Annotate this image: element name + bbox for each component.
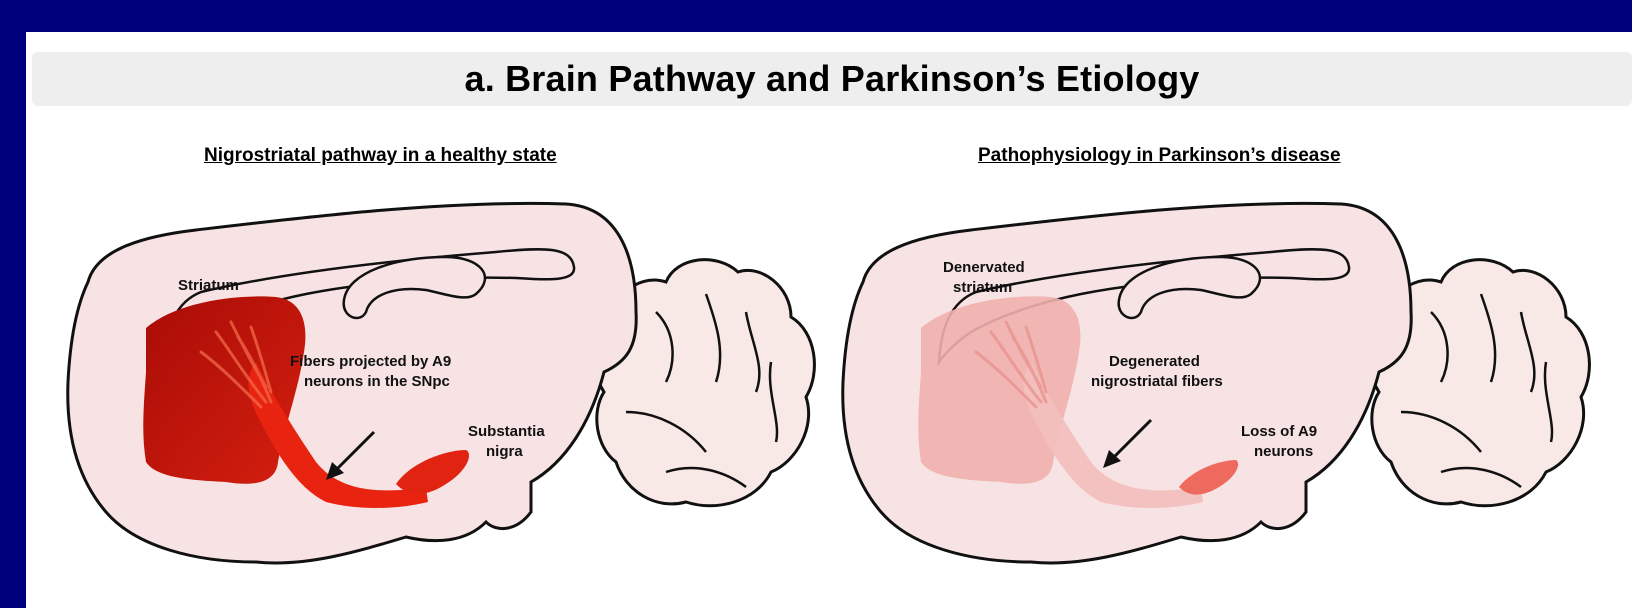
label-substantia-nigra-line1: Substantia: [468, 423, 545, 440]
figure-panel: a. Brain Pathway and Parkinson’s Etiolog…: [26, 32, 1632, 608]
label-denervated-line1: Denervated: [943, 259, 1025, 276]
label-fibers-line2: neurons in the SNpc: [304, 373, 450, 390]
label-striatum: Striatum: [178, 277, 239, 294]
label-loss-a9-line1: Loss of A9: [1241, 423, 1317, 440]
label-degenerated-line2: nigrostriatal fibers: [1091, 373, 1223, 390]
parkinsons-brain: Denervated striatum Degenerated nigrostr…: [843, 203, 1590, 563]
healthy-brain: Striatum Fibers projected by A9 neurons …: [68, 203, 815, 563]
brain-diagrams: Striatum Fibers projected by A9 neurons …: [26, 32, 1632, 608]
label-fibers-line1: Fibers projected by A9: [290, 353, 451, 370]
label-substantia-nigra-line2: nigra: [486, 443, 523, 460]
label-degenerated-line1: Degenerated: [1109, 353, 1200, 370]
label-denervated-line2: striatum: [953, 279, 1012, 296]
label-loss-a9-line2: neurons: [1254, 443, 1313, 460]
